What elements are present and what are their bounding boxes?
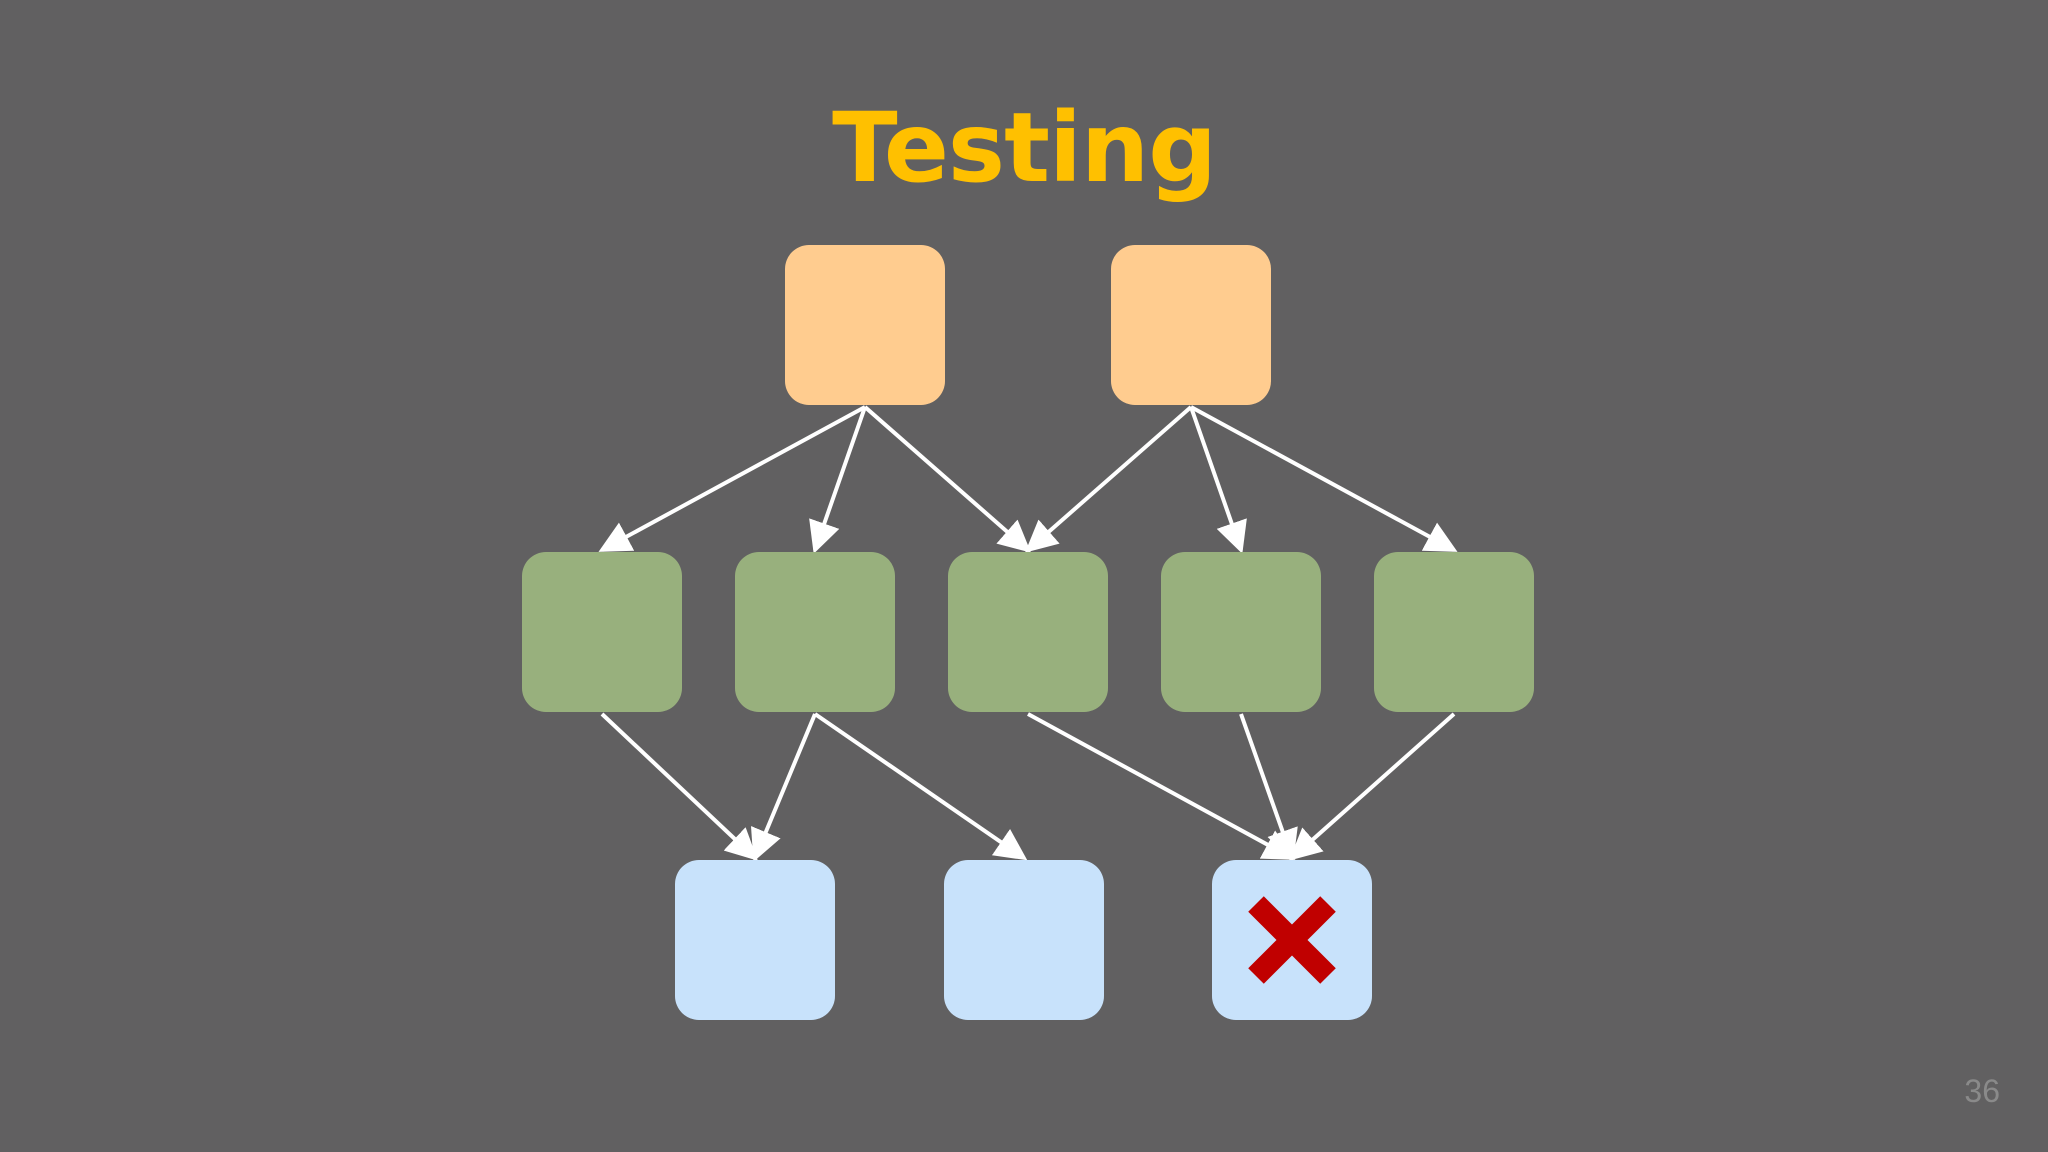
edge-mid-2-to-bot-2 bbox=[813, 712, 1028, 861]
edge-top-1-to-mid-1 bbox=[598, 405, 866, 552]
node-mid-5 bbox=[1374, 552, 1534, 712]
edge-top-2-to-mid-4 bbox=[1189, 406, 1247, 554]
slide-title: Testing bbox=[832, 92, 1217, 204]
page-number: 36 bbox=[1964, 1073, 2000, 1109]
edge-top-2-to-mid-3 bbox=[1024, 405, 1193, 553]
edge-mid-5-to-bot-3 bbox=[1289, 712, 1456, 861]
node-mid-4 bbox=[1161, 552, 1321, 712]
node-top-2 bbox=[1111, 245, 1271, 405]
node-top-1 bbox=[785, 245, 945, 405]
red-x-icon bbox=[1248, 896, 1336, 984]
edge-mid-1-to-bot-1 bbox=[600, 712, 758, 861]
edges-layer bbox=[598, 405, 1458, 862]
node-mid-1 bbox=[522, 552, 682, 712]
node-bot-1 bbox=[675, 860, 835, 1020]
edge-top-1-to-mid-3 bbox=[863, 405, 1032, 553]
nodes-layer bbox=[522, 245, 1534, 1020]
node-bot-2 bbox=[944, 860, 1104, 1020]
edge-mid-2-to-bot-1 bbox=[751, 713, 817, 862]
edge-mid-3-to-bot-3 bbox=[1027, 712, 1296, 860]
node-mid-2 bbox=[735, 552, 895, 712]
edge-top-2-to-mid-5 bbox=[1190, 405, 1458, 552]
edge-top-1-to-mid-2 bbox=[809, 406, 867, 554]
node-mid-3 bbox=[948, 552, 1108, 712]
edge-mid-4-to-bot-3 bbox=[1239, 713, 1298, 862]
